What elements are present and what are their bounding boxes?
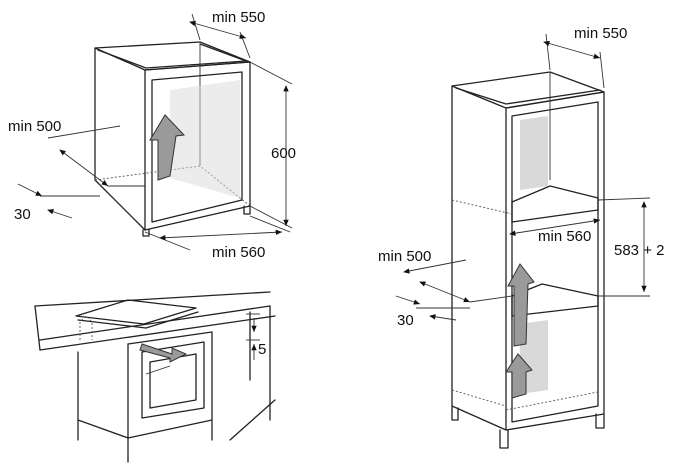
hob-gap-dimension (246, 313, 260, 360)
cab-height-label: 600 (271, 145, 296, 162)
cab-bottom-width-label: min 560 (212, 244, 265, 261)
col-opening-height-label: 583 + 2 (614, 242, 664, 259)
hot-air-arrow-icon (139, 343, 188, 363)
cab-depth-label: min 500 (8, 118, 61, 135)
cab-gap-label: 30 (14, 206, 31, 223)
col-gap-label: 30 (397, 312, 414, 329)
col-depth-label: min 500 (378, 248, 431, 265)
hob-gap-label: 5 (258, 341, 266, 358)
cab-top-width-label: min 550 (212, 9, 265, 26)
column-upper-arrow-icon (507, 263, 535, 347)
hob-oven-assembly (34, 291, 276, 463)
undercounter-cabinet (94, 41, 251, 237)
column-dimensions (395, 33, 651, 321)
airflow-arrow-icon (149, 114, 186, 181)
col-top-width-label: min 550 (574, 25, 627, 42)
col-opening-width-label: min 560 (538, 228, 591, 245)
undercounter-dimensions (17, 13, 293, 251)
column-lower-arrow-icon (505, 353, 533, 399)
tall-column-cabinet (451, 71, 605, 449)
